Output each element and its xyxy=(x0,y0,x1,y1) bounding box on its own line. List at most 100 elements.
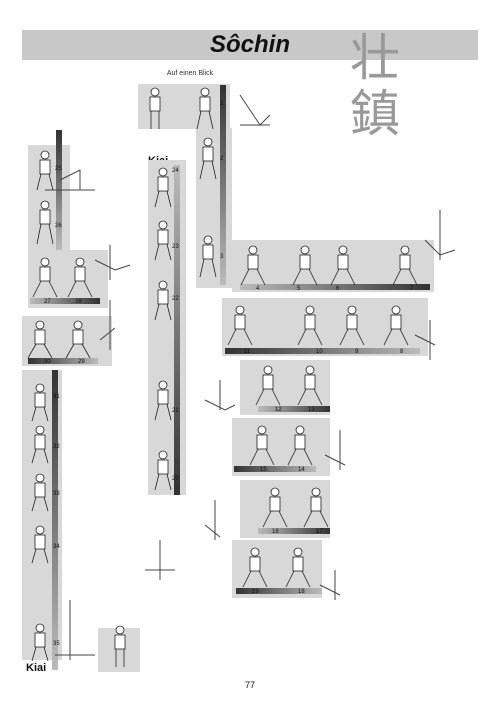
step-number: 18 xyxy=(298,589,305,595)
karate-figures xyxy=(27,87,418,667)
figure-12 xyxy=(255,365,281,406)
step-number: 11 xyxy=(244,349,251,355)
arrow-steps-16-17 xyxy=(258,528,330,534)
step-number: 19 xyxy=(252,589,259,595)
panel-steps-20-24 xyxy=(148,160,186,495)
step-number: 16 xyxy=(272,529,279,535)
figure-3 xyxy=(199,235,217,278)
figure-10 xyxy=(297,305,323,346)
figure-15 xyxy=(249,425,275,466)
step-number: 24 xyxy=(172,168,179,174)
marker-2 xyxy=(45,169,95,191)
figure-17 xyxy=(303,487,329,528)
figure-16 xyxy=(262,487,288,528)
panels xyxy=(22,84,434,672)
marker-9 xyxy=(204,500,221,540)
marker-5 xyxy=(414,320,436,360)
figure-end xyxy=(114,625,126,667)
step-number: 27 xyxy=(44,299,51,305)
step-number: 30 xyxy=(44,359,51,365)
arrow-steps-12-13 xyxy=(258,406,330,412)
figure-33 xyxy=(31,473,49,512)
figure-6 xyxy=(330,245,356,286)
figure-start xyxy=(149,87,161,129)
step-number: 2 xyxy=(220,156,224,162)
step-number: 32 xyxy=(53,444,60,450)
figure-30 xyxy=(27,320,53,359)
figure-25 xyxy=(36,150,54,191)
figure-18 xyxy=(285,547,311,588)
figure-4 xyxy=(240,245,266,286)
step-number: 23 xyxy=(172,244,179,250)
marker-3 xyxy=(94,245,131,280)
figure-11 xyxy=(227,305,253,346)
figure-2 xyxy=(199,137,217,180)
step-number: 25 xyxy=(55,166,62,172)
figure-31 xyxy=(31,383,49,422)
figure-20 xyxy=(154,450,172,491)
page-title: Sôchin xyxy=(209,31,290,58)
figure-34 xyxy=(31,525,49,564)
figure-29 xyxy=(65,320,91,359)
figure-5 xyxy=(292,245,318,286)
figure-23 xyxy=(154,220,172,261)
step-number: 17 xyxy=(316,529,323,535)
step-number: 21 xyxy=(172,408,179,414)
figure-21 xyxy=(154,380,172,421)
arrow-steps-1-3 xyxy=(220,85,226,285)
marker-8 xyxy=(324,430,346,470)
marker-4 xyxy=(424,210,456,260)
step-number: 8 xyxy=(400,349,404,355)
figure-35 xyxy=(31,623,49,662)
kanji-char-2: 鎮 xyxy=(350,85,400,143)
arrow-steps-4-7 xyxy=(240,284,430,290)
figure-27 xyxy=(32,257,58,298)
step-number: 15 xyxy=(260,467,267,473)
figure-14 xyxy=(287,425,313,466)
figure-13 xyxy=(297,365,323,406)
step-number: 12 xyxy=(275,407,282,413)
step-number: 4 xyxy=(256,286,260,292)
marker-6 xyxy=(99,300,116,350)
figure-7 xyxy=(392,245,418,286)
figure-19 xyxy=(242,547,268,588)
arrow-steps-31-35 xyxy=(52,370,58,670)
arrow-steps-8-11 xyxy=(225,348,420,354)
step-numbers: 1 2 3 4 5 6 7 8 9 10 11 12 13 14 15 16 1… xyxy=(44,101,414,647)
step-number: 33 xyxy=(53,491,60,497)
marker-7 xyxy=(204,380,236,411)
marker-12 xyxy=(55,600,95,660)
step-number: 9 xyxy=(355,349,359,355)
arrow-steps-29-30 xyxy=(28,358,98,364)
step-number: 31 xyxy=(53,394,60,400)
step-number: 20 xyxy=(172,476,179,482)
step-number: 1 xyxy=(220,101,224,107)
step-number: 6 xyxy=(336,286,340,292)
step-number: 7 xyxy=(410,286,414,292)
step-number: 29 xyxy=(78,359,85,365)
step-number: 13 xyxy=(308,407,315,413)
arrow-steps-20-24 xyxy=(174,165,180,495)
figure-24 xyxy=(154,167,172,208)
figure-32 xyxy=(31,425,49,464)
marker-10 xyxy=(319,570,341,600)
kanji-title: 壮 鎮 xyxy=(340,30,410,142)
arrow-steps-18-19 xyxy=(236,588,322,594)
figure-26 xyxy=(36,200,54,245)
page-number: 77 xyxy=(244,680,255,690)
step-number: 26 xyxy=(55,223,62,229)
step-number: 14 xyxy=(298,467,305,473)
panel-steps-1-3 xyxy=(196,128,232,288)
step-number: 28 xyxy=(75,299,82,305)
step-number: 5 xyxy=(297,286,301,292)
marker-1 xyxy=(239,94,271,126)
direction-markers xyxy=(45,94,456,660)
figure-8 xyxy=(383,305,409,346)
kiai-label-bottom: Kiai xyxy=(26,662,47,674)
step-number: 22 xyxy=(172,296,179,302)
step-number: 34 xyxy=(53,544,60,550)
figure-9 xyxy=(339,305,365,346)
panel-end xyxy=(98,628,140,672)
figure-28 xyxy=(67,257,93,298)
